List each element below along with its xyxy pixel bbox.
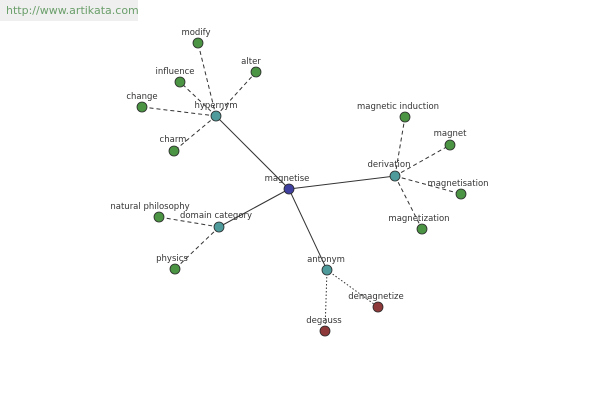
edge-antonym-to-demagnetize (326, 269, 379, 308)
edge-derivation-to-magnetisation (394, 175, 462, 195)
node-magnetic-induction[interactable] (399, 111, 411, 123)
node-label-magnetise[interactable]: magnetise (265, 174, 310, 184)
edge-derivation-to-magnetization (394, 175, 423, 230)
node-influence[interactable] (174, 76, 186, 88)
node-physics[interactable] (169, 263, 181, 275)
edge-domain-category-to-physics (174, 226, 220, 270)
edge-magnetise-to-hypernym (215, 115, 290, 190)
site-watermark: http://www.artikata.com (0, 0, 139, 21)
node-domain-category[interactable] (213, 221, 225, 233)
node-label-demagnetize[interactable]: demagnetize (348, 292, 404, 302)
node-label-change[interactable]: change (126, 92, 157, 102)
node-label-degauss[interactable]: degauss (306, 316, 342, 326)
node-label-alter[interactable]: alter (241, 57, 261, 67)
node-natural-philosophy[interactable] (153, 211, 165, 223)
node-label-natural-philosophy[interactable]: natural philosophy (110, 202, 189, 212)
node-label-magnetic-induction[interactable]: magnetic induction (357, 102, 439, 112)
node-magnet[interactable] (444, 139, 456, 151)
node-label-physics[interactable]: physics (156, 254, 188, 264)
edge-magnetise-to-derivation (288, 175, 396, 190)
edge-hypernym-to-influence (179, 81, 217, 117)
node-magnetization[interactable] (416, 223, 428, 235)
edge-hypernym-to-alter (215, 71, 257, 117)
node-degauss[interactable] (319, 325, 331, 337)
node-label-hypernym[interactable]: hypernym (194, 101, 237, 111)
edge-hypernym-to-charm (173, 115, 217, 152)
graph-labels: magnetise hypernym derivation domain catego… (110, 28, 488, 326)
graph-edges (141, 42, 462, 332)
edge-hypernym-to-modify (197, 42, 217, 117)
node-label-derivation[interactable]: derivation (367, 160, 410, 170)
edge-hypernym-to-change (141, 106, 217, 117)
graph-nodes (136, 37, 467, 337)
node-label-domain-category[interactable]: domain category (180, 211, 252, 221)
edge-magnetise-to-antonym (288, 188, 328, 271)
node-label-magnet[interactable]: magnet (434, 129, 468, 139)
edge-magnetise-to-domain-category (218, 188, 290, 228)
node-label-antonym[interactable]: antonym (307, 255, 345, 265)
node-charm[interactable] (168, 145, 180, 157)
node-label-modify[interactable]: modify (181, 28, 210, 38)
edge-derivation-to-magnet (394, 144, 451, 177)
node-antonym[interactable] (321, 264, 333, 276)
node-derivation[interactable] (389, 170, 401, 182)
node-hypernym[interactable] (210, 110, 222, 122)
edge-derivation-to-magnetic-induction (394, 116, 406, 177)
node-magnetisation[interactable] (455, 188, 467, 200)
node-alter[interactable] (250, 66, 262, 78)
node-demagnetize[interactable] (372, 301, 384, 313)
node-label-influence[interactable]: influence (155, 67, 194, 77)
edge-domain-category-to-natural-philosophy (158, 216, 220, 228)
node-label-magnetization[interactable]: magnetization (388, 214, 449, 224)
node-magnetise[interactable] (283, 183, 295, 195)
node-change[interactable] (136, 101, 148, 113)
node-label-charm[interactable]: charm (160, 135, 187, 145)
node-label-magnetisation[interactable]: magnetisation (427, 179, 488, 189)
node-modify[interactable] (192, 37, 204, 49)
